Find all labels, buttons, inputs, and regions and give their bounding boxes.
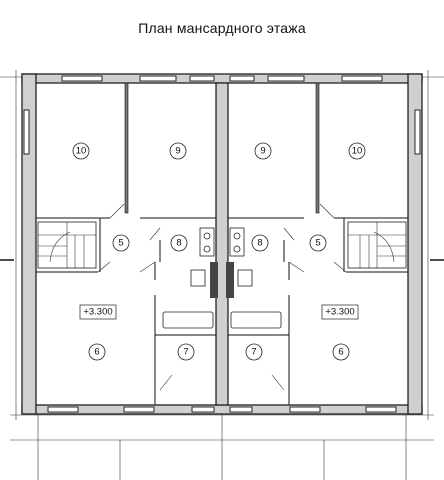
windows-bottom bbox=[47, 406, 397, 413]
room-marker-6-right: 6 bbox=[332, 343, 350, 361]
svg-text:8: 8 bbox=[176, 238, 181, 249]
room-marker-6-left: 6 bbox=[88, 343, 106, 361]
stair-left bbox=[37, 221, 97, 269]
svg-text:7: 7 bbox=[183, 347, 188, 358]
room-marker-5-left: 5 bbox=[112, 234, 130, 252]
svg-text:9: 9 bbox=[175, 146, 180, 157]
room-marker-9-right: 9 bbox=[254, 142, 272, 160]
room-marker-10-right: 10 bbox=[348, 142, 366, 160]
svg-text:6: 6 bbox=[338, 347, 343, 358]
grid-lines bbox=[0, 70, 444, 480]
room-marker-9-left: 9 bbox=[169, 142, 187, 160]
windows-side bbox=[23, 109, 421, 155]
room-marker-8-left: 8 bbox=[170, 234, 188, 252]
room-marker-7-left: 7 bbox=[177, 343, 195, 361]
svg-text:6: 6 bbox=[94, 347, 99, 358]
room-markers: 10 9 9 10 5 8 8 5 bbox=[72, 142, 366, 361]
svg-text:5: 5 bbox=[118, 238, 123, 249]
level-marks: +3.300 +3.300 bbox=[79, 304, 359, 320]
partitions bbox=[36, 82, 408, 405]
room-marker-8-right: 8 bbox=[251, 234, 269, 252]
level-label-left: +3.300 bbox=[83, 307, 112, 318]
svg-text:5: 5 bbox=[315, 238, 320, 249]
bath-fixtures bbox=[162, 227, 282, 329]
stair-right bbox=[347, 221, 407, 269]
level-label-right: +3.300 bbox=[325, 307, 354, 318]
windows-top bbox=[61, 75, 383, 82]
svg-text:9: 9 bbox=[260, 146, 265, 157]
exterior-walls bbox=[21, 73, 423, 415]
svg-text:7: 7 bbox=[251, 347, 256, 358]
svg-text:10: 10 bbox=[76, 146, 87, 157]
room-marker-10-left: 10 bbox=[72, 142, 90, 160]
svg-text:10: 10 bbox=[352, 146, 363, 157]
room-marker-7-right: 7 bbox=[245, 343, 263, 361]
plan-title: План мансардного этажа bbox=[138, 20, 306, 36]
svg-text:8: 8 bbox=[257, 238, 262, 249]
room-marker-5-right: 5 bbox=[309, 234, 327, 252]
